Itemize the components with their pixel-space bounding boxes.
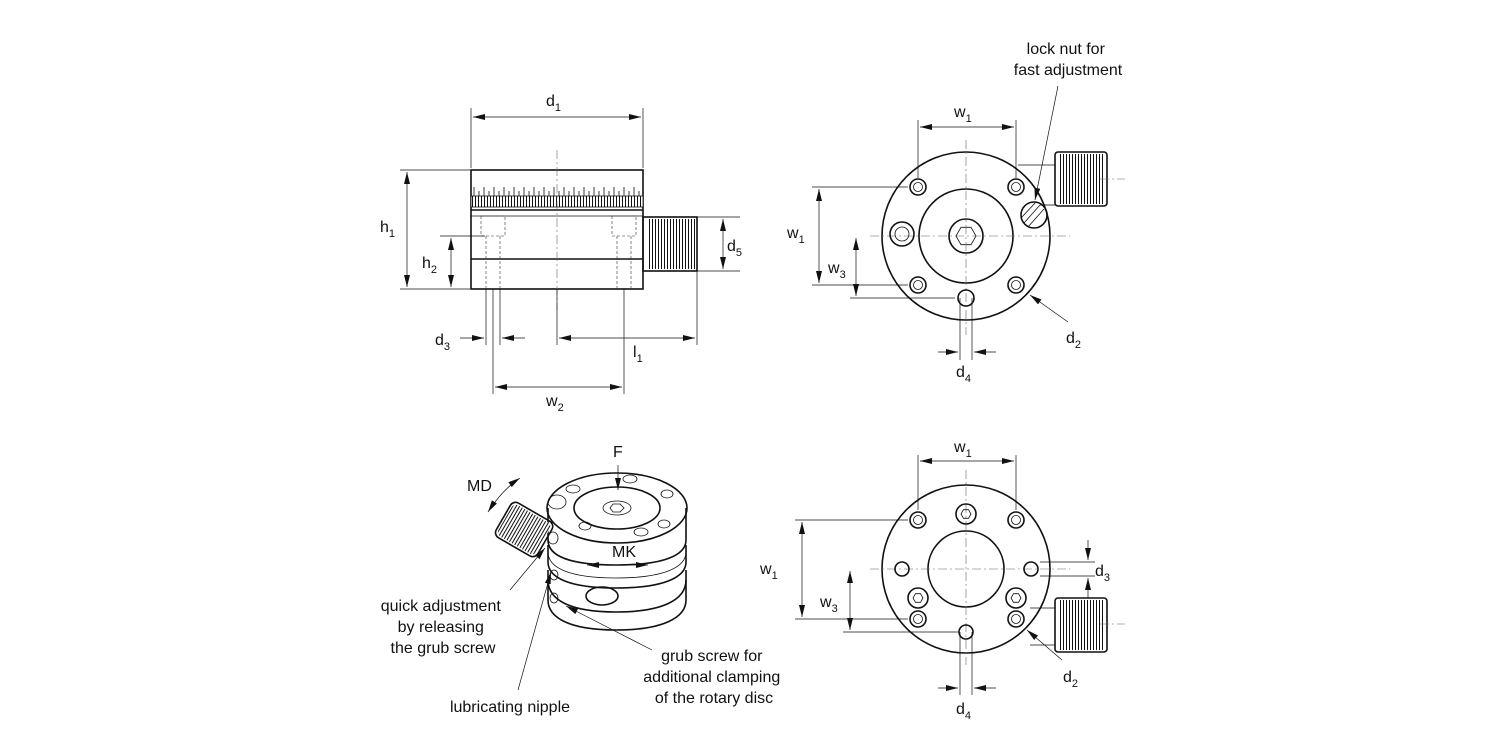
iso-top-face [546,472,688,544]
dim-label-d3: d3 [1095,563,1110,584]
dimension-labels: d1 h1 h2 d5 d3 l1 w2 w1 w1 w3 d2 d4 w1 w1 w3 d3 d2 d4 [380,93,1110,722]
top-view-upper [812,85,1125,360]
dim-label-w1: w1 [759,561,778,582]
front-view [400,108,740,394]
front-knob [642,216,698,272]
note-lubricating-nipple: lubricating nipple [450,699,570,716]
lock-nut [1020,201,1048,229]
dim-label-d5: d5 [727,238,742,259]
dim-label-d4: d4 [956,364,971,385]
dim-label-w1: w1 [953,439,972,460]
dim-label-w3: w3 [827,260,846,281]
iso-knob [494,501,554,558]
dim-label-d2: d2 [1063,669,1078,690]
dim-label-w1: w1 [786,225,805,246]
dim-label-w1: w1 [953,104,972,125]
dim-label-d2: d2 [1066,330,1081,351]
label-F: F [613,444,623,461]
note-quick-adjustment: quick adjustment by releasing the grub s… [381,598,506,657]
top-view-lower [795,455,1125,695]
dim-label-h2: h2 [422,255,437,276]
note-lock-nut: lock nut for fast adjustment [1014,41,1123,79]
label-MK: MK [612,544,636,561]
dim-label-d1: d1 [546,93,561,114]
note-grub-screw: grub screw for additional clamping of th… [643,648,784,707]
dim-label-d4: d4 [956,701,971,722]
dim-label-l1: l1 [633,344,643,365]
label-MD: MD [467,478,492,495]
dim-label-h1: h1 [380,219,395,240]
dim-label-w2: w2 [545,393,564,414]
lower-knob [1054,597,1108,653]
isometric-view [487,465,688,691]
angle-scale [473,187,640,197]
dim-label-d3: d3 [435,332,450,353]
dim-label-w3: w3 [819,594,838,615]
